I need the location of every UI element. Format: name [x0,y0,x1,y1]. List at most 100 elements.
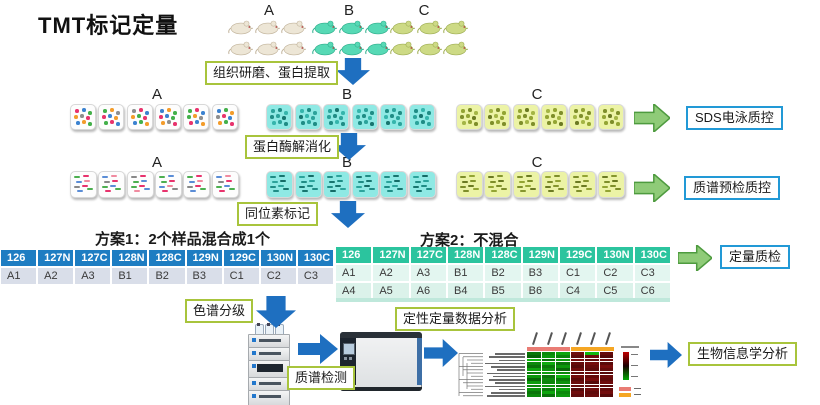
protein-dot [392,108,396,112]
peptide-dash [200,188,206,190]
protein-dot [386,121,390,125]
heatmap-cell [556,352,570,355]
peptide-dash [573,186,579,188]
peptide-sample-chip [127,171,154,198]
channel-header-cell: 127C [410,247,446,263]
channel-header-cell: 129C [223,250,259,266]
protein-dot [604,121,608,125]
protein-dot [167,120,171,124]
protein-dot [468,108,472,112]
peptide-dash [84,180,90,182]
peptide-dash [573,176,579,178]
peptide-dash [110,185,116,187]
peptide-dash [575,181,581,183]
protein-dot [398,122,402,126]
mouse-icon [443,41,469,56]
protein-dot [137,114,141,118]
hplc-module [248,377,290,391]
protein-dot [557,116,561,120]
sample-cell: B1 [112,268,148,284]
row2-group-label-b: B [341,154,353,171]
peptide-dash [278,185,284,187]
heatmap-cell [527,358,541,362]
protein-dot [116,111,120,115]
peptide-dash [358,181,364,183]
peptide-dash [301,181,307,183]
peptide-dash [421,185,427,187]
peptide-dash [140,175,146,177]
sample-cell: A4 [336,283,372,299]
protein-dot [461,109,465,113]
sample-cell: C2 [597,265,633,281]
mouse-icon [312,20,338,35]
heatmap-cell [527,361,541,365]
protein-dot [370,111,374,115]
heatmap-cell [599,352,614,355]
peptide-dash [226,180,232,182]
step-label-ms-detect: 质谱检测 [287,366,356,390]
mouse-icon-wrap [338,19,366,40]
heatmap-cell [585,374,599,378]
protein-dot [82,120,86,124]
protein-dot [531,122,535,126]
step-label-digest: 蛋白酶解消化 [245,135,340,159]
protein-dot [341,122,345,126]
mouse-icon-wrap [390,19,417,40]
peptide-dash [229,188,235,190]
heatmap-cell [599,365,614,368]
peptide-dash [583,180,589,182]
channel-header-cell: 126 [1,250,37,266]
peptide-dash [299,176,305,178]
protein-dot [199,116,203,120]
protein-dot [488,115,492,119]
page-title: TMT标记定量 [38,13,179,38]
heatmap-cell [527,381,541,385]
heatmap-cell [541,391,556,394]
protein-dot [614,116,618,120]
hplc-module [248,360,290,378]
protein-dot [496,120,500,124]
peptide-dash [77,190,83,192]
protein-dot [230,122,234,126]
peptide-dash [162,190,168,192]
peptide-sample-chip [212,171,239,198]
protein-sample-chip [266,104,292,130]
protein-dot [427,122,431,126]
peptide-dash [115,188,121,190]
peptide-dash [327,186,333,188]
heatmap-cell [599,361,614,365]
heatmap-cell [541,361,556,365]
heatmap-cell [541,387,556,391]
protein-dot [80,114,84,118]
protein-dot [173,122,177,126]
protein-sample-chip [484,104,510,130]
sample-cell: B3 [522,265,558,281]
channel-header-cell: 130C [634,247,670,263]
protein-dot [414,109,418,113]
peptide-dash [197,180,203,182]
peptide-dash [611,175,617,177]
heatmap-column-label [590,332,596,345]
protein-dot [103,109,107,113]
heatmap-cell [556,374,570,378]
protein-dot [88,111,92,115]
peptide-dash [302,190,308,192]
hplc-module [248,390,290,405]
protein-dot [189,121,193,125]
protein-dot [581,120,585,124]
protein-dot [218,121,222,125]
peptide-dash [366,180,372,182]
peptide-dash [224,185,230,187]
peptide-dash [167,185,173,187]
peptide-dash [144,188,150,190]
protein-dot [421,108,425,112]
protein-dot [602,115,606,119]
protein-dot [529,116,533,120]
protein-dot [313,111,317,115]
protein-dot [489,109,493,113]
heatmap-cell [570,368,585,372]
peptide-dash [161,181,167,183]
heatmap-row-label [485,385,525,387]
peptide-dash [279,175,285,177]
protein-sample-chip [380,104,406,130]
